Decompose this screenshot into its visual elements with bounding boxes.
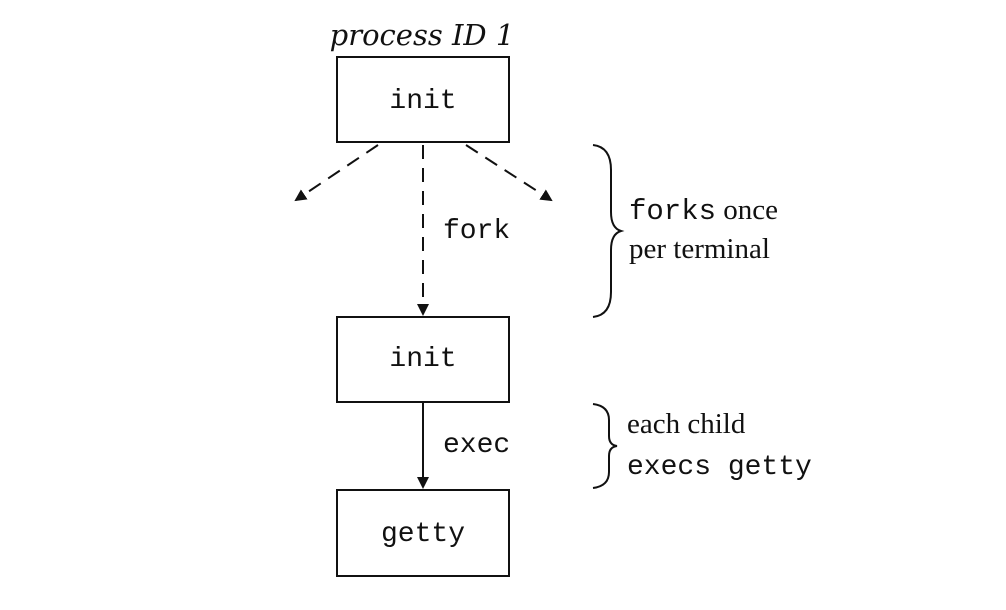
forks-word: forks — [629, 195, 716, 228]
fork-arrow-left — [294, 144, 379, 202]
init-child-label: init — [389, 344, 456, 375]
init-parent-node: init — [336, 56, 510, 143]
init-parent-label: init — [389, 86, 456, 117]
fork-arrow-right — [465, 144, 553, 202]
getty-label: getty — [381, 519, 465, 550]
forks-brace — [592, 144, 625, 318]
fork-label: fork — [443, 216, 510, 247]
process-id-caption: process ID 1 — [330, 18, 515, 52]
each-child-annotation-line2: execs getty — [627, 452, 812, 483]
forks-annotation-line2: per terminal — [629, 233, 770, 265]
once-word: once — [716, 194, 778, 226]
exec-label: exec — [443, 430, 510, 461]
getty-node: getty — [336, 489, 510, 577]
execs-word: execs — [627, 452, 728, 483]
init-child-node: init — [336, 316, 510, 403]
each-child-annotation-line1: each child — [627, 408, 746, 440]
exec-brace — [592, 403, 618, 489]
getty-word: getty — [728, 452, 812, 483]
forks-annotation-line1: forks once — [629, 194, 778, 228]
